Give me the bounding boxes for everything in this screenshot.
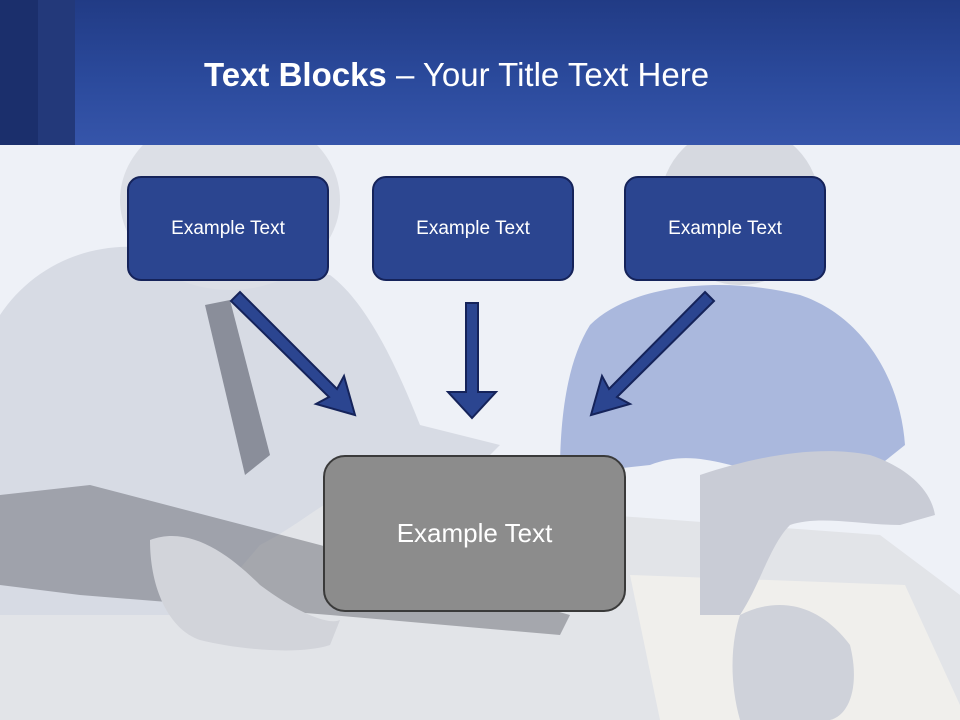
banner-accent-strip (0, 0, 38, 145)
text-block-3[interactable]: Example Text (624, 176, 826, 281)
text-block-2-label: Example Text (416, 217, 530, 239)
text-block-2[interactable]: Example Text (372, 176, 574, 281)
slide-title[interactable]: Text Blocks – Your Title Text Here (204, 52, 709, 98)
title-banner: Text Blocks – Your Title Text Here (0, 0, 960, 145)
text-block-1[interactable]: Example Text (127, 176, 329, 281)
title-bold: Text Blocks (204, 56, 387, 93)
arrow-right (589, 290, 716, 417)
center-text-block[interactable]: Example Text (323, 455, 626, 612)
text-block-1-label: Example Text (171, 217, 285, 239)
arrow-center (445, 302, 499, 420)
arrow-left (229, 290, 357, 417)
title-rest: – Your Title Text Here (386, 56, 710, 93)
banner-accent-strip-inner (38, 0, 75, 145)
center-text-block-label: Example Text (396, 518, 553, 548)
text-block-3-label: Example Text (668, 217, 782, 239)
